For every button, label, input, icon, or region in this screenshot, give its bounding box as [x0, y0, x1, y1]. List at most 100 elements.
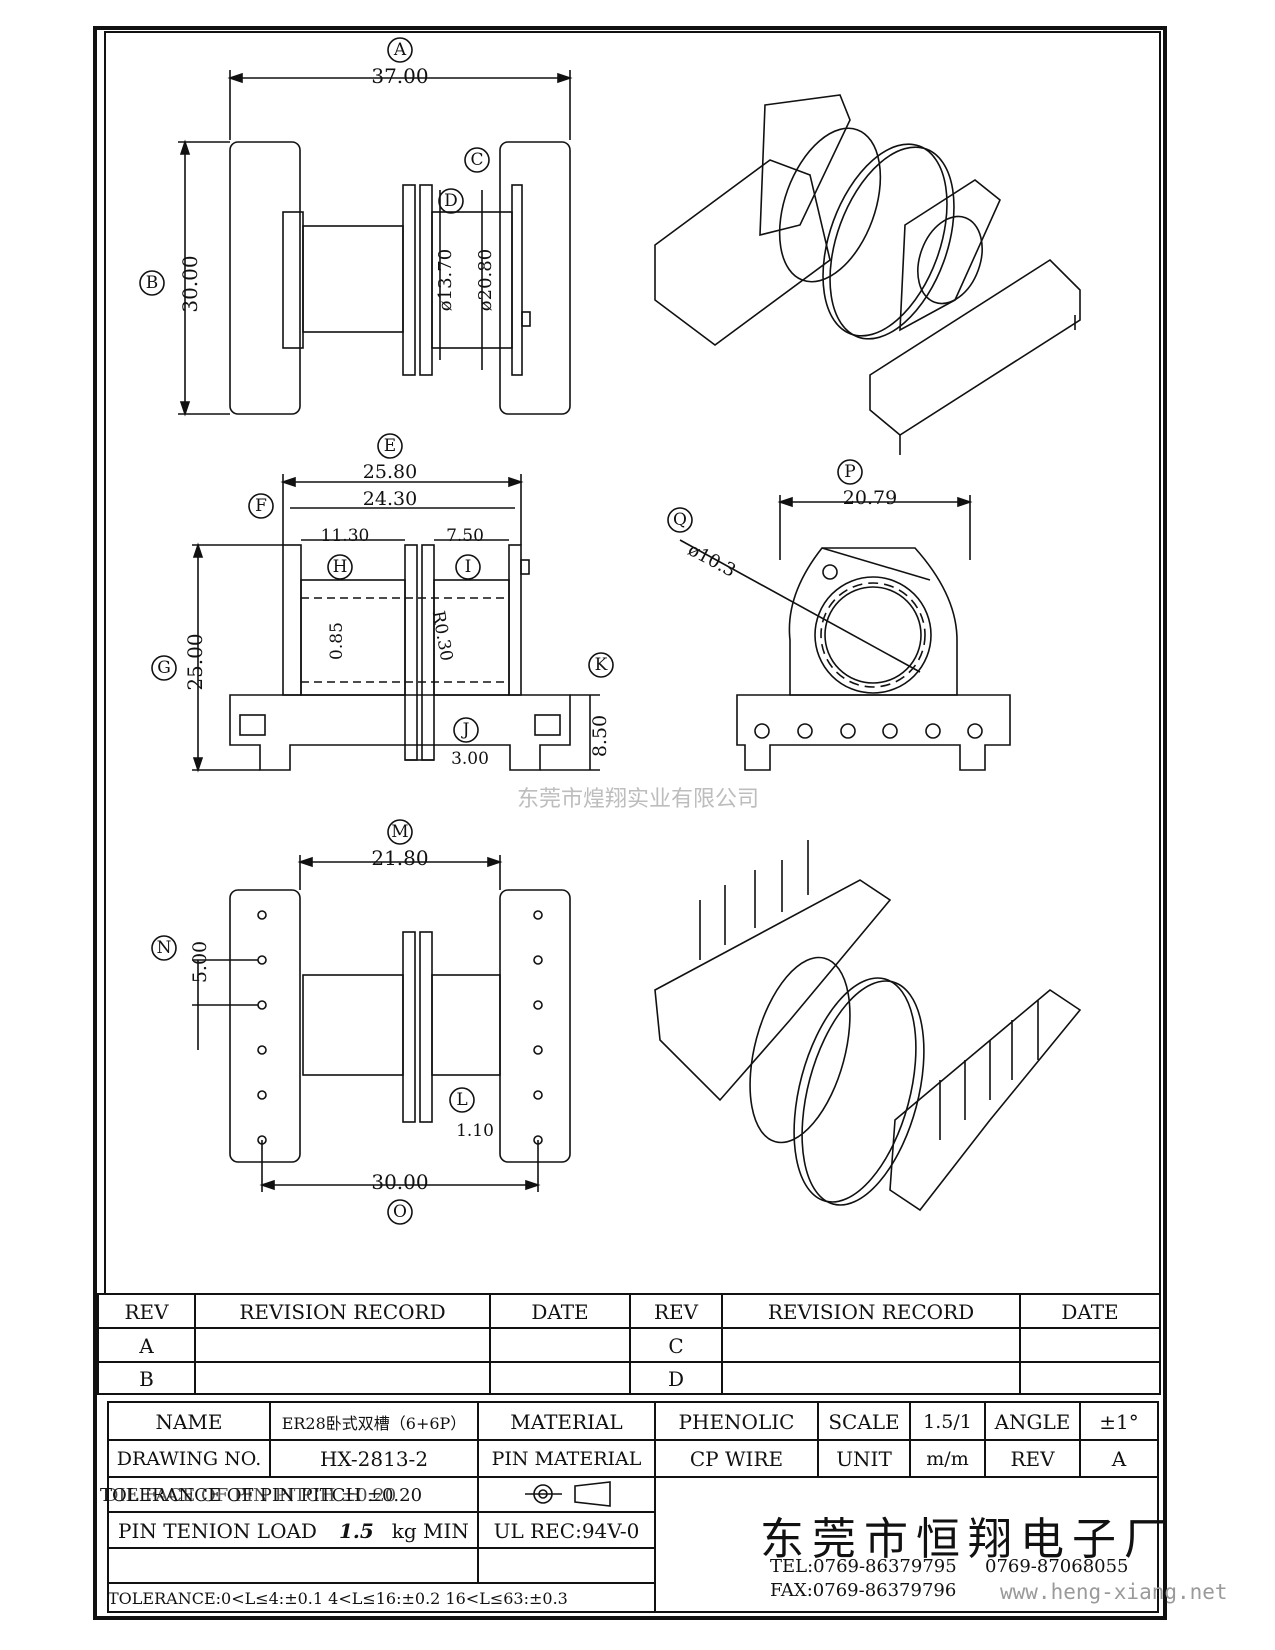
- rev-header-right: REV: [653, 1300, 699, 1324]
- dim-O-value: 30.00: [371, 1170, 429, 1194]
- tolerance-pin-pitch-overprint: DIE FACE OF PIN PITCH ±0.20: [104, 1484, 397, 1506]
- unit-value: m/m: [926, 1448, 969, 1470]
- ul-rec: UL REC:94V-0: [493, 1518, 640, 1543]
- dim-letter-M: [387, 819, 413, 845]
- bottom-view: [192, 855, 571, 1192]
- tel2-text: 0769-87068055: [985, 1556, 1129, 1577]
- pin-projection-symbol: [525, 1481, 611, 1507]
- dim-letter-N: [151, 935, 177, 961]
- company-name: 东莞市恒翔电子厂: [760, 1514, 1176, 1565]
- dim-letter-E: [377, 433, 403, 459]
- dim-letter-C: [464, 147, 490, 173]
- dim-letter-J-text: J: [462, 720, 470, 740]
- pin-tension-label: PIN TENION LOAD: [118, 1518, 317, 1543]
- dim-wall-value: 0.85: [327, 622, 347, 660]
- dim-M-value: 21.80: [371, 846, 429, 870]
- dim-K-value: 8.50: [589, 714, 611, 758]
- website-url: www.heng-xiang.net: [1000, 1580, 1228, 1604]
- dim-letter-M-text: M: [391, 822, 409, 842]
- dim-letter-G: [151, 655, 177, 681]
- dim-letter-H: [327, 554, 353, 580]
- dim-letter-C-text: C: [470, 150, 484, 170]
- pin-material-value: CP WIRE: [689, 1447, 784, 1471]
- dim-letter-P: [837, 459, 863, 485]
- tel-text: TEL:0769-86379795: [770, 1556, 957, 1577]
- dim-letter-Q: [667, 507, 693, 533]
- drawing-no-label: DRAWING NO.: [116, 1448, 262, 1470]
- dim-letter-D: [438, 188, 464, 214]
- dim-A-value: 37.00: [371, 64, 429, 88]
- date-header-right: DATE: [1061, 1300, 1119, 1324]
- rev-value: A: [1111, 1447, 1127, 1471]
- dim-letter-I-text: I: [464, 557, 472, 577]
- dim-letter-H-text: H: [332, 557, 348, 577]
- dim-letter-J: [453, 717, 479, 743]
- revision-table-grid: [97, 1293, 1161, 1395]
- rev-row-a: A: [139, 1334, 154, 1358]
- angle-label: ANGLE: [994, 1409, 1071, 1434]
- dim-letter-O: [387, 1199, 413, 1225]
- dim-J-value: 3.00: [451, 749, 489, 769]
- name-value: ER28卧式双槽（6+6P）: [281, 1413, 467, 1433]
- material-label: MATERIAL: [510, 1409, 623, 1434]
- pin-tension-unit: kg MIN: [391, 1518, 469, 1543]
- dim-letter-D-text: D: [444, 191, 458, 211]
- pin-tension-value: 1.5: [338, 1518, 374, 1543]
- scale-label: SCALE: [828, 1409, 900, 1434]
- dim-letter-E-text: E: [383, 436, 397, 456]
- drawing-no-value: HX-2813-2: [319, 1447, 429, 1471]
- unit-label: UNIT: [836, 1447, 892, 1471]
- dim-N-value: 5.00: [189, 940, 211, 984]
- dim-letter-B: [139, 270, 165, 296]
- dim-letter-L: [449, 1087, 475, 1113]
- dim-letter-F: [248, 493, 274, 519]
- side-view: [192, 474, 600, 773]
- dim-E-value: 25.80: [362, 461, 418, 483]
- sheet-border: [93, 26, 1167, 1620]
- dim-letter-P-text: P: [844, 462, 856, 482]
- dim-letter-Q-text: Q: [673, 510, 687, 530]
- dim-letter-I: [455, 554, 481, 580]
- dim-letter-G-text: G: [157, 658, 171, 678]
- dim-letter-L-text: L: [456, 1090, 468, 1110]
- rev-label: REV: [1010, 1447, 1055, 1471]
- pin-tension-row: PIN TENION LOAD 1.5 kg MIN: [108, 1513, 478, 1548]
- title-block-grid: [107, 1401, 1159, 1613]
- top-view: [178, 70, 573, 417]
- dim-letter-A-text: A: [393, 40, 407, 60]
- dim-F-value: 24.30: [362, 488, 418, 510]
- dim-letter-K: [588, 652, 614, 678]
- dim-D-value: ø13.70: [434, 248, 456, 312]
- dim-letter-N-text: N: [156, 938, 172, 958]
- dim-B-value: 30.00: [178, 255, 202, 313]
- dim-H-value: 11.30: [320, 526, 370, 546]
- isometric-view-bottom: [654, 840, 1082, 1212]
- scale-value: 1.5/1: [923, 1410, 972, 1433]
- dim-letter-B-text: B: [145, 273, 159, 293]
- material-value: PHENOLIC: [678, 1409, 795, 1434]
- dim-letter-F-text: F: [255, 496, 267, 516]
- dim-letter-K-text: K: [594, 655, 608, 675]
- dim-D2-value: ø20.80: [474, 248, 496, 312]
- dim-L-value: 1.10: [456, 1121, 494, 1141]
- revision-record-header-right: REVISION RECORD: [767, 1300, 975, 1324]
- rev-row-c: C: [668, 1334, 684, 1358]
- fax-text: FAX:0769-86379796: [770, 1580, 957, 1601]
- name-label: NAME: [155, 1409, 223, 1434]
- watermark-text: 东莞市煌翔实业有限公司: [516, 787, 759, 812]
- pin-material-label: PIN MATERIAL: [491, 1448, 642, 1470]
- tolerance-line: TOLERANCE:0<L≤4:±0.1 4<L≤16:±0.2 16<L≤63…: [108, 1588, 568, 1608]
- tolerance-pin-pitch: TOLERANCE OF PIN PITCH ±0.20: [100, 1484, 423, 1506]
- revision-record-header-left: REVISION RECORD: [239, 1300, 446, 1324]
- dim-letter-A: [387, 37, 413, 63]
- rev-row-d: D: [667, 1367, 685, 1391]
- dim-P-value: 20.79: [842, 487, 898, 509]
- dim-I-value: 7.50: [446, 526, 484, 546]
- isometric-view-top: [654, 94, 1081, 455]
- front-view: [679, 495, 1011, 771]
- angle-value: ±1°: [1099, 1409, 1139, 1434]
- rev-header-left: REV: [124, 1300, 169, 1324]
- date-header-left: DATE: [531, 1300, 589, 1324]
- rev-row-b: B: [139, 1367, 154, 1391]
